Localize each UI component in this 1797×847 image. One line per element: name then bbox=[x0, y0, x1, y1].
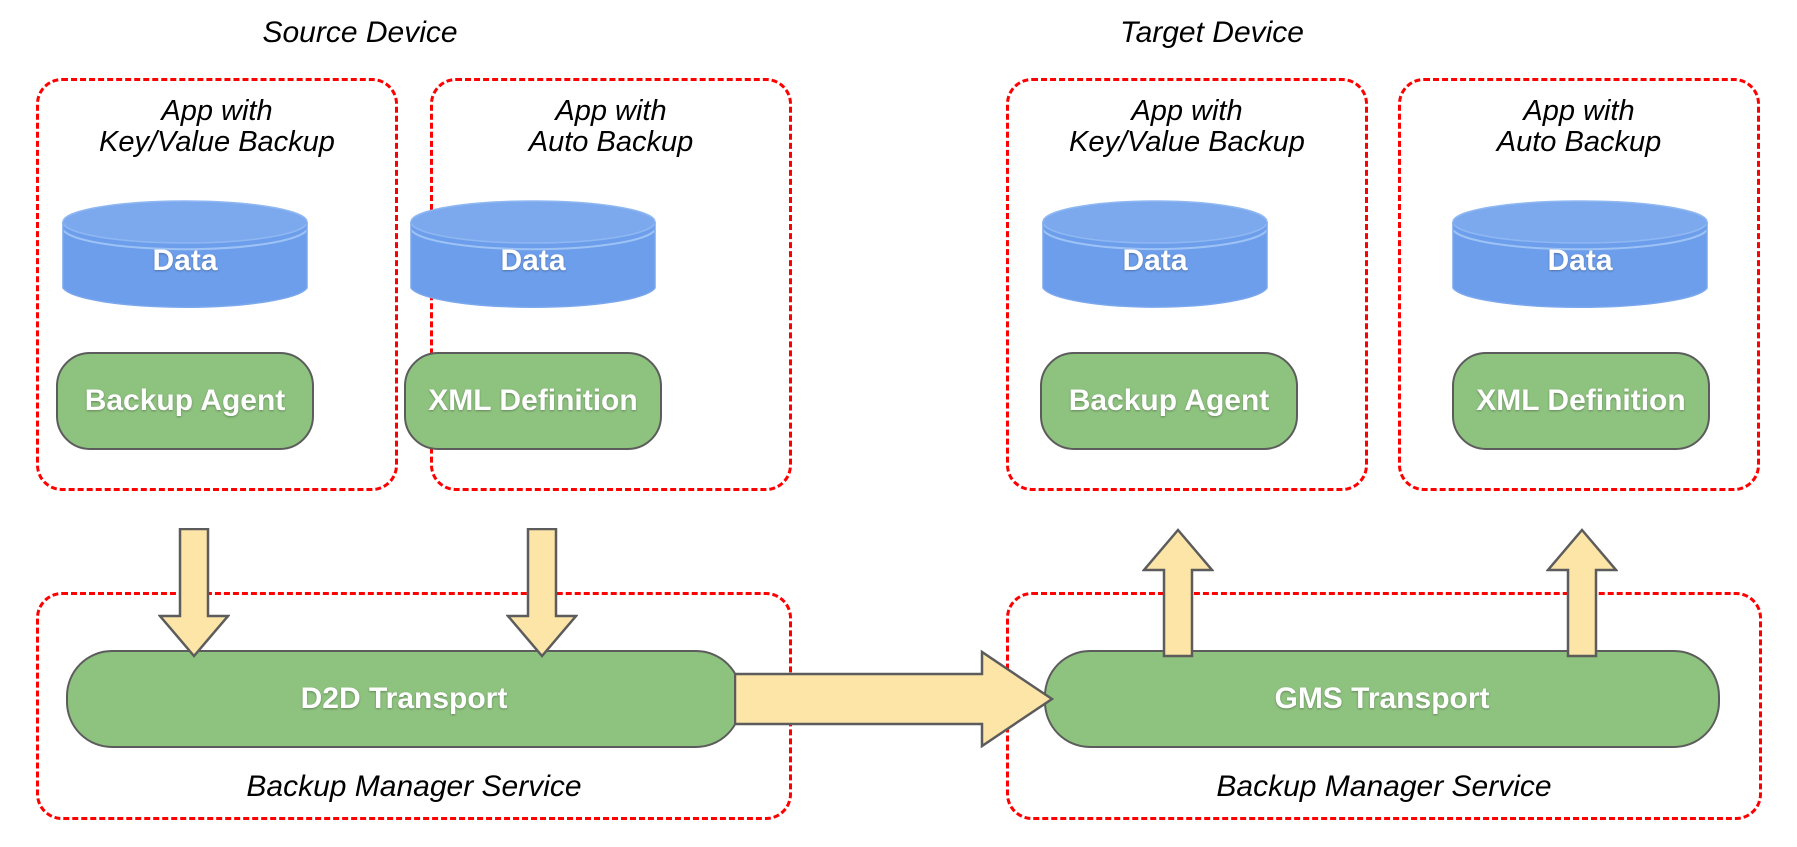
arrow-gms-transport-to-target-backup-agent bbox=[1142, 528, 1214, 658]
target-backup-agent-pill[interactable]: Backup Agent bbox=[1040, 352, 1298, 450]
arrow-source-backup-agent-to-d2d-transport bbox=[158, 528, 230, 658]
source-backup-agent-label: Backup Agent bbox=[84, 384, 286, 417]
target-app-autobackup-data-label: Data bbox=[1547, 244, 1613, 277]
arrow-d2d-transport-to-gms-transport bbox=[734, 648, 1054, 750]
target-backup-manager-service-caption: Backup Manager Service bbox=[1216, 770, 1552, 803]
target-app-autobackup-caption: App with Auto Backup bbox=[1496, 95, 1662, 159]
arrow-gms-transport-to-target-xml-definition bbox=[1546, 528, 1618, 658]
target-app-autobackup-container bbox=[1398, 78, 1760, 491]
target-app-keyvalue-caption: App with Key/Value Backup bbox=[1069, 95, 1305, 159]
target-backup-agent-label: Backup Agent bbox=[1068, 384, 1270, 417]
source-xml-definition-pill[interactable]: XML Definition bbox=[404, 352, 662, 450]
target-xml-definition-pill[interactable]: XML Definition bbox=[1452, 352, 1710, 450]
source-app-keyvalue-container bbox=[36, 78, 398, 491]
gms-transport-pill[interactable]: GMS Transport bbox=[1044, 650, 1720, 748]
target-app-keyvalue-container bbox=[1006, 78, 1368, 491]
source-app-keyvalue-caption: App with Key/Value Backup bbox=[99, 95, 335, 159]
target-app-keyvalue-data-label: Data bbox=[1122, 244, 1188, 277]
target-app-autobackup-data-cylinder: Data bbox=[1452, 200, 1708, 310]
d2d-transport-label: D2D Transport bbox=[300, 682, 508, 715]
target-device-title: Target Device bbox=[1120, 16, 1304, 49]
source-app-keyvalue-data-label: Data bbox=[152, 244, 218, 277]
arrow-source-xml-definition-to-d2d-transport bbox=[506, 528, 578, 658]
d2d-transport-pill[interactable]: D2D Transport bbox=[66, 650, 742, 748]
source-xml-definition-label: XML Definition bbox=[428, 384, 638, 417]
target-xml-definition-label: XML Definition bbox=[1476, 384, 1686, 417]
source-backup-agent-pill[interactable]: Backup Agent bbox=[56, 352, 314, 450]
source-device-title: Source Device bbox=[262, 16, 458, 49]
source-app-keyvalue-data-cylinder: Data bbox=[62, 200, 308, 310]
target-app-keyvalue-data-cylinder: Data bbox=[1042, 200, 1268, 310]
gms-transport-label: GMS Transport bbox=[1274, 682, 1490, 715]
source-backup-manager-service-caption: Backup Manager Service bbox=[246, 770, 582, 803]
source-app-autobackup-caption: App with Auto Backup bbox=[528, 95, 694, 159]
source-app-autobackup-data-cylinder: Data bbox=[410, 200, 656, 310]
source-app-autobackup-data-label: Data bbox=[500, 244, 566, 277]
